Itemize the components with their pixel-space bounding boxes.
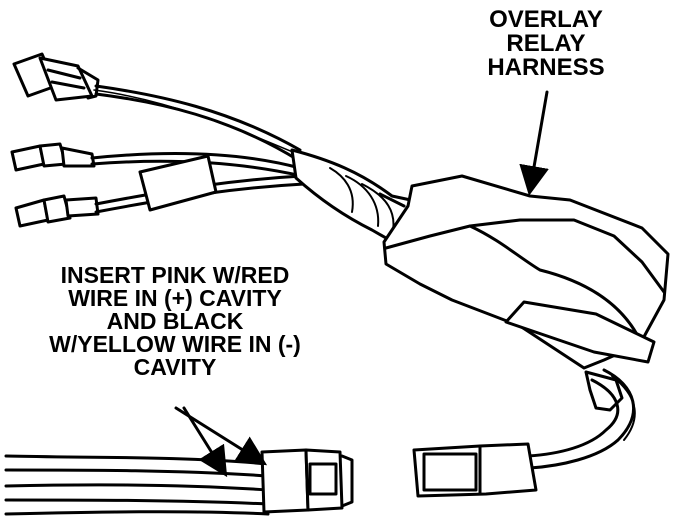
insert-instruction-label: INSERT PINK W/RED WIRE IN (+) CAVITY AND… (10, 264, 340, 379)
lower-harness-wires (526, 368, 636, 470)
overlay-relay-body (382, 174, 670, 412)
lower-left-wires (4, 454, 270, 516)
overlay-label-line-1: OVERLAY (489, 6, 603, 33)
insert-label-line-4: W/YELLOW WIRE IN (-) (49, 331, 301, 357)
insert-label-line-1: INSERT PINK W/RED (60, 262, 290, 288)
spade-terminal-1 (10, 142, 304, 178)
overlay-relay-harness-label: OVERLAY RELAY HARNESS (456, 8, 636, 80)
top-multipin-connector (12, 52, 100, 102)
insert-label-line-3: AND BLACK (106, 308, 244, 334)
overlay-relay-harness-arrow (519, 90, 549, 196)
lower-left-connector (260, 448, 354, 514)
overlay-label-line-3: HARNESS (487, 54, 605, 81)
lower-right-connector (412, 442, 538, 498)
insert-label-line-5: CAVITY (133, 354, 217, 380)
tape-wrap-small (138, 154, 218, 212)
insert-label-line-2: WIRE IN (+) CAVITY (68, 285, 282, 311)
insert-arrow-2 (182, 406, 228, 478)
overlay-label-line-2: RELAY (506, 30, 586, 57)
upper-wires (93, 84, 302, 162)
main-wire-bundle (290, 148, 422, 248)
